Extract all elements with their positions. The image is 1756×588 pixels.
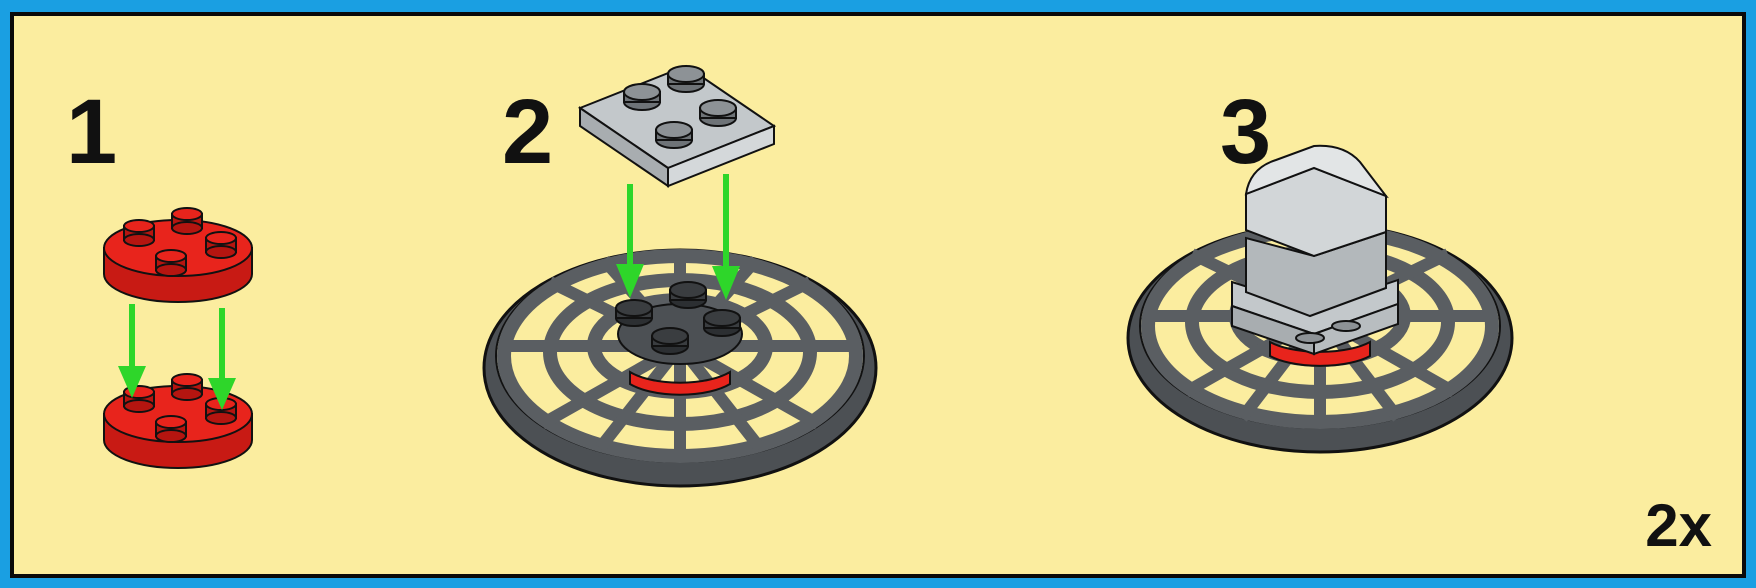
- gray-plate-2x2-icon: [580, 66, 774, 186]
- quantity-multiplier: 2x: [1645, 496, 1712, 556]
- gray-slope-brick-icon: [1232, 146, 1398, 354]
- step-illustrations: [14, 16, 1742, 574]
- instruction-panel: 1 2 3: [10, 12, 1746, 578]
- radar-dish-icon: [484, 250, 876, 486]
- red-round-plate-icon: [104, 208, 252, 302]
